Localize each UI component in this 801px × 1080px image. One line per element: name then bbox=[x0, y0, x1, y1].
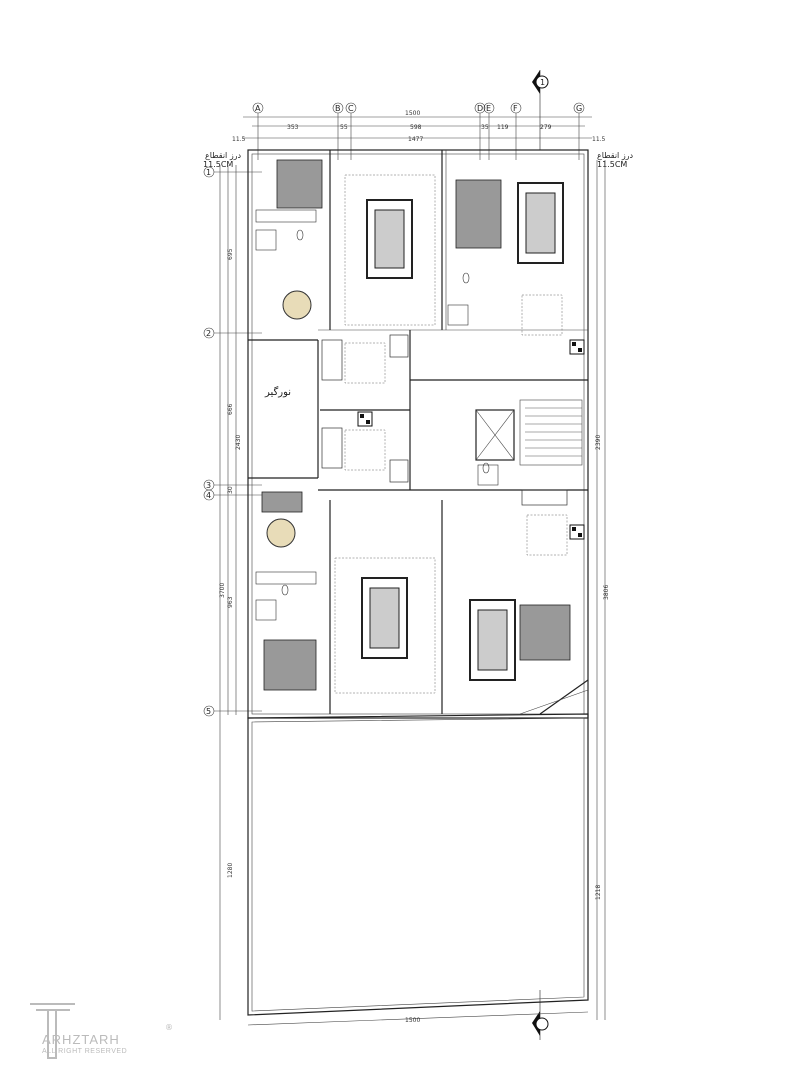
svg-text:2430: 2430 bbox=[235, 435, 242, 450]
beds bbox=[261, 159, 571, 691]
svg-text:1477: 1477 bbox=[408, 136, 423, 143]
svg-text:963: 963 bbox=[227, 596, 234, 608]
watermark-subtitle: ALL RIGHT RESERVED bbox=[42, 1048, 128, 1055]
svg-text:3806: 3806 bbox=[603, 585, 610, 600]
svg-text:279: 279 bbox=[540, 124, 552, 131]
svg-text:2390: 2390 bbox=[595, 435, 602, 450]
svg-text:3: 3 bbox=[206, 481, 211, 490]
svg-text:C: C bbox=[348, 104, 354, 113]
svg-text:695: 695 bbox=[227, 248, 234, 260]
left-dimensions: 695 666 2430 30 3700 963 1280 bbox=[219, 165, 242, 1020]
svg-text:درز انقطاع: درز انقطاع bbox=[597, 151, 634, 160]
lightwell-label: نورگیر bbox=[264, 386, 291, 398]
svg-text:11.5: 11.5 bbox=[592, 136, 606, 143]
svg-text:1218: 1218 bbox=[595, 885, 602, 900]
svg-text:666: 666 bbox=[227, 403, 234, 415]
expansion-joint-right: درز انقطاع 11.5CM bbox=[597, 151, 634, 169]
section-marker-label: 1 bbox=[540, 78, 545, 87]
svg-text:35: 35 bbox=[481, 124, 489, 131]
svg-text:1500: 1500 bbox=[405, 1017, 420, 1024]
svg-text:1280: 1280 bbox=[227, 863, 234, 878]
watermark-name: ARHZTARH bbox=[42, 1032, 120, 1047]
rug-bottom-right bbox=[469, 599, 516, 681]
checker-tiles bbox=[357, 339, 585, 540]
elevator bbox=[475, 409, 515, 461]
rug-top-center bbox=[344, 174, 436, 326]
svg-text:1500: 1500 bbox=[405, 110, 420, 117]
yard bbox=[247, 713, 589, 1016]
watermark-logo-icon: ® bbox=[30, 1003, 173, 1059]
stair bbox=[519, 399, 583, 466]
grid-columns: A B C D E F G bbox=[252, 102, 585, 160]
svg-text:353: 353 bbox=[287, 124, 299, 131]
svg-text:E: E bbox=[486, 104, 491, 113]
svg-text:5: 5 bbox=[206, 707, 211, 716]
svg-text:55: 55 bbox=[340, 124, 348, 131]
dining-tables bbox=[321, 294, 568, 556]
svg-text:4: 4 bbox=[206, 491, 211, 500]
svg-text:A: A bbox=[255, 104, 261, 113]
svg-text:1: 1 bbox=[206, 168, 211, 177]
svg-text:G: G bbox=[576, 104, 582, 113]
svg-text:درز انقطاع: درز انقطاع bbox=[205, 151, 242, 160]
svg-text:B: B bbox=[335, 104, 341, 113]
section-marker-bottom bbox=[532, 990, 549, 1040]
bottom-dimension: 1500 bbox=[247, 1011, 589, 1026]
svg-text:D: D bbox=[477, 104, 483, 113]
rug-bottom-center bbox=[334, 557, 436, 694]
svg-text:11.5: 11.5 bbox=[232, 136, 246, 143]
round-tables bbox=[266, 290, 312, 548]
rug-top-right bbox=[517, 182, 564, 264]
svg-text:119: 119 bbox=[497, 124, 509, 131]
top-dimensions: 1500 353 55 598 35 119 279 11.5 1477 11.… bbox=[232, 110, 606, 143]
bathrooms bbox=[255, 209, 499, 621]
section-marker-top: 1 bbox=[532, 70, 549, 150]
svg-text:F: F bbox=[513, 104, 518, 113]
svg-text:®: ® bbox=[165, 1023, 173, 1032]
grid-rows: 1 2 3 4 5 bbox=[203, 166, 262, 717]
svg-text:598: 598 bbox=[410, 124, 422, 131]
svg-text:11.5CM: 11.5CM bbox=[203, 160, 233, 169]
svg-text:11.5CM: 11.5CM bbox=[597, 160, 627, 169]
svg-text:3700: 3700 bbox=[219, 583, 226, 598]
svg-text:30: 30 bbox=[227, 486, 234, 494]
svg-text:2: 2 bbox=[206, 329, 211, 338]
expansion-joint-left: درز انقطاع 11.5CM bbox=[203, 151, 242, 169]
light-well: نورگیر bbox=[264, 386, 291, 398]
right-dimensions: 2390 3806 1218 bbox=[595, 160, 610, 1020]
